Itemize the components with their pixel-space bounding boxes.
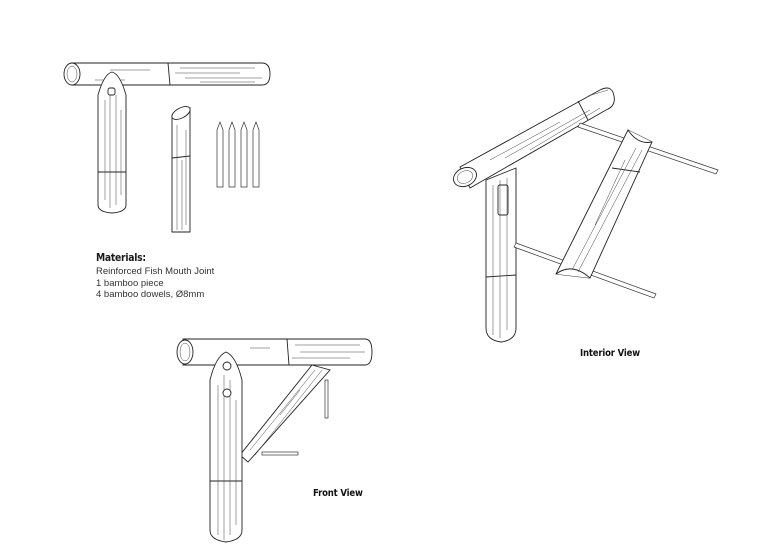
front-dowel-horizontal [261,451,299,456]
interior-diagonal-pole [453,87,615,189]
exploded-view [63,62,271,233]
front-view-label: Front View [313,488,363,499]
interior-view [453,87,719,343]
materials-heading: Materials: [96,252,146,264]
front-horizontal-pole [176,338,373,366]
interior-vertical-post [485,167,517,343]
vertical-bamboo-post [97,71,127,214]
bamboo-brace-piece [171,106,191,233]
interior-split-brace [555,129,653,279]
front-vertical-post [209,351,243,543]
interior-view-label: Interior View [580,348,640,359]
front-diagonal-brace [239,364,331,463]
materials-line-dowels: 4 bamboo dowels, Ø8mm [96,289,205,300]
bamboo-dowels [216,121,260,188]
materials-line-joint-type: Reinforced Fish Mouth Joint [96,266,215,277]
front-view [176,338,373,543]
materials-list: Materials: Reinforced Fish Mouth Joint 1… [96,252,214,301]
horizontal-bamboo-pole [63,62,271,86]
materials-line-bamboo-piece: 1 bamboo piece [96,277,164,289]
front-dowel-vertical [324,379,329,419]
